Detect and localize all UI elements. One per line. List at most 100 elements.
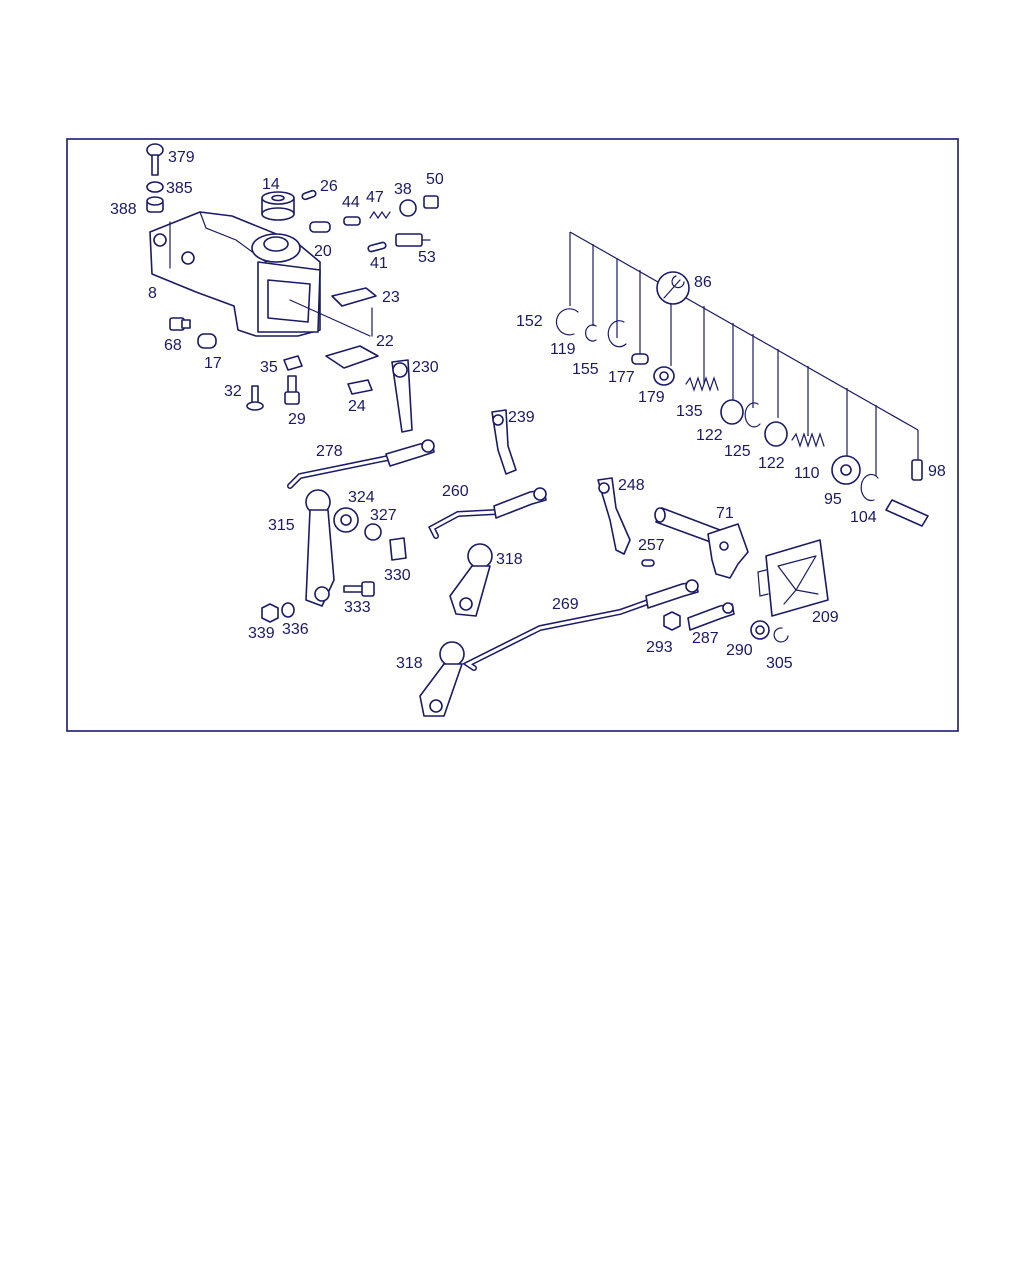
rod-260 bbox=[428, 487, 547, 539]
screw-50 bbox=[423, 195, 439, 209]
label-239: 239 bbox=[508, 409, 535, 426]
plate-23 bbox=[331, 287, 377, 307]
label-315: 315 bbox=[268, 517, 295, 534]
nut-293 bbox=[663, 611, 681, 631]
label-26: 26 bbox=[320, 178, 338, 195]
screw-68 bbox=[169, 317, 191, 331]
lever-318-upper bbox=[449, 543, 493, 617]
sleeve-17 bbox=[197, 333, 217, 349]
bushing-388 bbox=[146, 196, 164, 213]
pin-257 bbox=[641, 559, 655, 567]
label-50: 50 bbox=[426, 171, 444, 188]
label-22: 22 bbox=[376, 333, 394, 350]
clip-35 bbox=[283, 355, 303, 371]
bush-14 bbox=[261, 191, 295, 221]
label-179: 179 bbox=[638, 389, 665, 406]
bush-290 bbox=[750, 620, 770, 640]
circlip-104 bbox=[860, 473, 879, 502]
washer-336 bbox=[281, 602, 295, 618]
label-32: 32 bbox=[224, 383, 242, 400]
label-71: 71 bbox=[716, 505, 734, 522]
pin-41 bbox=[367, 241, 387, 253]
label-230: 230 bbox=[412, 359, 439, 376]
shaft-71 bbox=[654, 507, 749, 579]
label-248: 248 bbox=[618, 477, 645, 494]
label-379: 379 bbox=[168, 149, 195, 166]
circlip-119 bbox=[585, 324, 597, 342]
label-38: 38 bbox=[394, 181, 412, 198]
wrench-symbol-86 bbox=[656, 271, 690, 305]
label-122-right: 122 bbox=[758, 455, 785, 472]
lever-230 bbox=[391, 359, 413, 433]
label-122-left: 122 bbox=[696, 427, 723, 444]
label-209: 209 bbox=[812, 609, 839, 626]
label-339: 339 bbox=[248, 625, 275, 642]
rod-269 bbox=[462, 579, 699, 671]
label-41: 41 bbox=[370, 255, 388, 272]
lever-318-lower bbox=[419, 641, 465, 717]
washer-385 bbox=[146, 181, 164, 193]
ring-125 bbox=[744, 402, 761, 428]
label-293: 293 bbox=[646, 639, 673, 656]
plug-38 bbox=[399, 199, 417, 217]
label-119: 119 bbox=[550, 341, 576, 358]
label-278: 278 bbox=[316, 443, 343, 460]
label-135: 135 bbox=[676, 403, 703, 420]
label-29: 29 bbox=[288, 411, 306, 428]
label-318-upper: 318 bbox=[496, 551, 523, 568]
label-20: 20 bbox=[314, 243, 332, 260]
label-260: 260 bbox=[442, 483, 469, 500]
label-17: 17 bbox=[204, 355, 222, 372]
label-155: 155 bbox=[572, 361, 599, 378]
label-47: 47 bbox=[366, 189, 384, 206]
label-305: 305 bbox=[766, 655, 793, 672]
washer-95 bbox=[831, 455, 861, 485]
lever-315 bbox=[305, 489, 335, 607]
pin-26 bbox=[301, 189, 317, 201]
spring-47 bbox=[369, 210, 391, 220]
clip-305 bbox=[773, 627, 789, 643]
circlip-152 bbox=[555, 308, 579, 336]
label-290: 290 bbox=[726, 642, 753, 659]
label-318-lower: 318 bbox=[396, 655, 423, 672]
label-23: 23 bbox=[382, 289, 400, 306]
pin-44 bbox=[343, 216, 361, 226]
label-104: 104 bbox=[850, 509, 877, 526]
label-98: 98 bbox=[928, 463, 946, 480]
label-86: 86 bbox=[694, 274, 712, 291]
bolt-333 bbox=[343, 581, 375, 597]
bush-179 bbox=[653, 366, 675, 386]
lead-tree-86 bbox=[569, 231, 919, 476]
label-8: 8 bbox=[148, 285, 157, 302]
label-152: 152 bbox=[516, 313, 543, 330]
diagram-frame bbox=[66, 138, 959, 732]
label-53: 53 bbox=[418, 249, 436, 266]
label-330: 330 bbox=[384, 567, 411, 584]
label-24: 24 bbox=[348, 398, 366, 415]
plate-22 bbox=[325, 345, 379, 369]
rod-278 bbox=[287, 439, 435, 489]
screw-32 bbox=[246, 385, 264, 411]
label-95: 95 bbox=[824, 491, 842, 508]
bracket-239 bbox=[491, 409, 517, 475]
gearshift-housing bbox=[149, 211, 371, 337]
label-333: 333 bbox=[344, 599, 371, 616]
label-324: 324 bbox=[348, 489, 375, 506]
label-35: 35 bbox=[260, 359, 278, 376]
label-269: 269 bbox=[552, 596, 579, 613]
label-44: 44 bbox=[342, 194, 360, 211]
joint-287 bbox=[687, 602, 735, 631]
plate-24 bbox=[347, 379, 373, 395]
spring-110 bbox=[791, 432, 825, 448]
pin-20 bbox=[309, 221, 331, 233]
label-177: 177 bbox=[608, 369, 635, 386]
washer-327 bbox=[364, 523, 382, 541]
gate-209 bbox=[757, 539, 829, 617]
pin-98 bbox=[911, 459, 923, 481]
label-68: 68 bbox=[164, 337, 182, 354]
label-257: 257 bbox=[638, 537, 665, 554]
nut-339 bbox=[261, 603, 279, 623]
label-327: 327 bbox=[370, 507, 397, 524]
label-287: 287 bbox=[692, 630, 719, 647]
